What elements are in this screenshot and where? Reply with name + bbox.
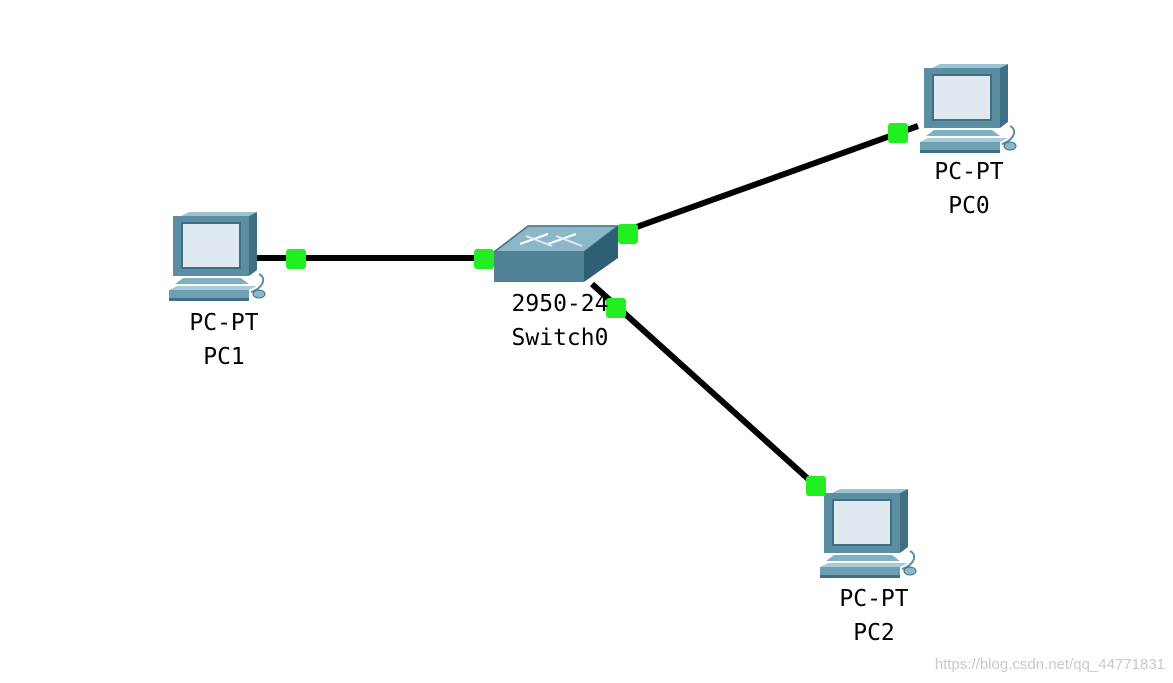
pc1-name-label: PC1 xyxy=(203,344,245,370)
switch0-icon[interactable] xyxy=(491,225,621,282)
link-switch0-pc2[interactable] xyxy=(589,281,819,489)
port-light-switch0-to-pc0 xyxy=(618,224,638,244)
port-light-pc2 xyxy=(806,476,826,496)
port-light-pc0 xyxy=(888,123,908,143)
link-switch0-pc0[interactable] xyxy=(618,123,920,236)
watermark-text: https://blog.csdn.net/qq_44771831 xyxy=(934,656,1165,673)
pc0-icon[interactable] xyxy=(919,63,1017,154)
pc1-model-label: PC-PT xyxy=(189,310,259,336)
pc1-icon[interactable] xyxy=(168,211,266,302)
pc0-model-label: PC-PT xyxy=(934,159,1004,185)
port-light-switch0-to-pc2 xyxy=(606,298,626,318)
switch0-model-label: 2950-24 xyxy=(511,291,609,317)
port-light-switch0-to-pc1 xyxy=(474,249,494,269)
pc0-name-label: PC0 xyxy=(948,193,990,219)
pc2-name-label: PC2 xyxy=(853,620,895,646)
pc2-icon[interactable] xyxy=(819,488,917,579)
pc2-model-label: PC-PT xyxy=(839,586,909,612)
port-light-pc1 xyxy=(286,249,306,269)
switch0-name-label: Switch0 xyxy=(511,325,609,351)
